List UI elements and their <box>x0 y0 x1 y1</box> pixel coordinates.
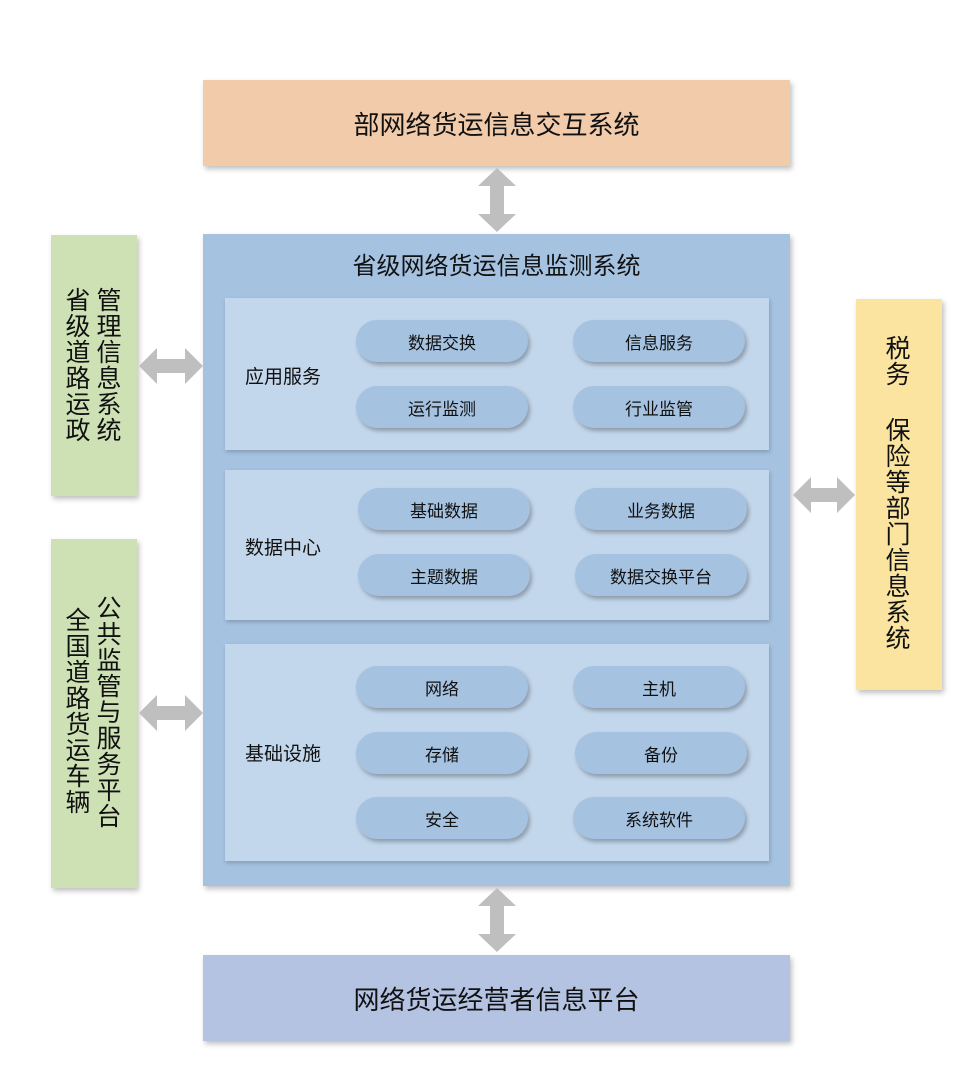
national-freight-vehicle-platform-box: 公共监管与服务平台 全国道路货运车辆 <box>51 539 137 888</box>
pill-item: 数据交换平台 <box>575 554 747 596</box>
pill-item: 主题数据 <box>358 554 530 596</box>
double-arrow-bottom-icon <box>478 888 516 952</box>
provincial-monitoring-system-title: 省级网络货运信息监测系统 <box>352 252 641 280</box>
double-arrow-left-bottom-icon <box>139 695 203 731</box>
provincial-monitoring-system-box: 省级网络货运信息监测系统 应用服务 数据交换 信息服务 运行监测 行业监管 数据… <box>203 234 790 886</box>
layer-label: 应用服务 <box>245 366 322 388</box>
layer-application-services: 应用服务 数据交换 信息服务 运行监测 行业监管 <box>225 298 769 450</box>
pill-item: 业务数据 <box>575 488 747 530</box>
layer-label: 基础设施 <box>245 743 322 765</box>
pill-item: 主机 <box>573 666 745 708</box>
layer-data-center: 数据中心 基础数据 业务数据 主题数据 数据交换平台 <box>225 470 769 620</box>
provincial-road-admin-box: 管理信息系统 省级道路运政 <box>51 235 137 496</box>
pill-item: 系统软件 <box>573 797 745 839</box>
pill-item: 存储 <box>356 732 528 774</box>
pill-item: 网络 <box>356 666 528 708</box>
tax-insurance-col2: 保险等部门信息系统 <box>882 417 911 651</box>
tax-insurance-col1: 税务 <box>882 335 911 387</box>
tax-insurance-systems-box: 税务 保险等部门信息系统 <box>856 299 942 690</box>
layer-infrastructure: 基础设施 网络 主机 存储 备份 安全 系统软件 <box>225 644 769 861</box>
pill-item: 数据交换 <box>356 320 528 362</box>
national-freight-vehicle-col2: 全国道路货运车辆 <box>62 607 91 815</box>
double-arrow-top-icon <box>478 168 516 232</box>
pill-item: 信息服务 <box>573 320 745 362</box>
pill-item: 基础数据 <box>358 488 530 530</box>
national-freight-vehicle-col1: 公共监管与服务平台 <box>93 595 122 829</box>
operator-info-platform-label: 网络货运经营者信息平台 <box>353 985 640 1016</box>
pill-item: 安全 <box>356 797 528 839</box>
provincial-road-admin-col2: 省级道路运政 <box>62 287 91 443</box>
pill-item: 备份 <box>575 732 747 774</box>
ministry-interaction-system-box: 部网络货运信息交互系统 <box>203 80 790 166</box>
pill-item: 运行监测 <box>356 386 528 428</box>
layer-label: 数据中心 <box>245 537 322 559</box>
pill-item: 行业监管 <box>573 386 745 428</box>
provincial-road-admin-col1: 管理信息系统 <box>93 287 122 443</box>
double-arrow-left-top-icon <box>139 348 203 384</box>
double-arrow-right-icon <box>793 477 855 513</box>
operator-info-platform-box: 网络货运经营者信息平台 <box>203 955 790 1041</box>
ministry-interaction-system-label: 部网络货运信息交互系统 <box>353 110 640 141</box>
